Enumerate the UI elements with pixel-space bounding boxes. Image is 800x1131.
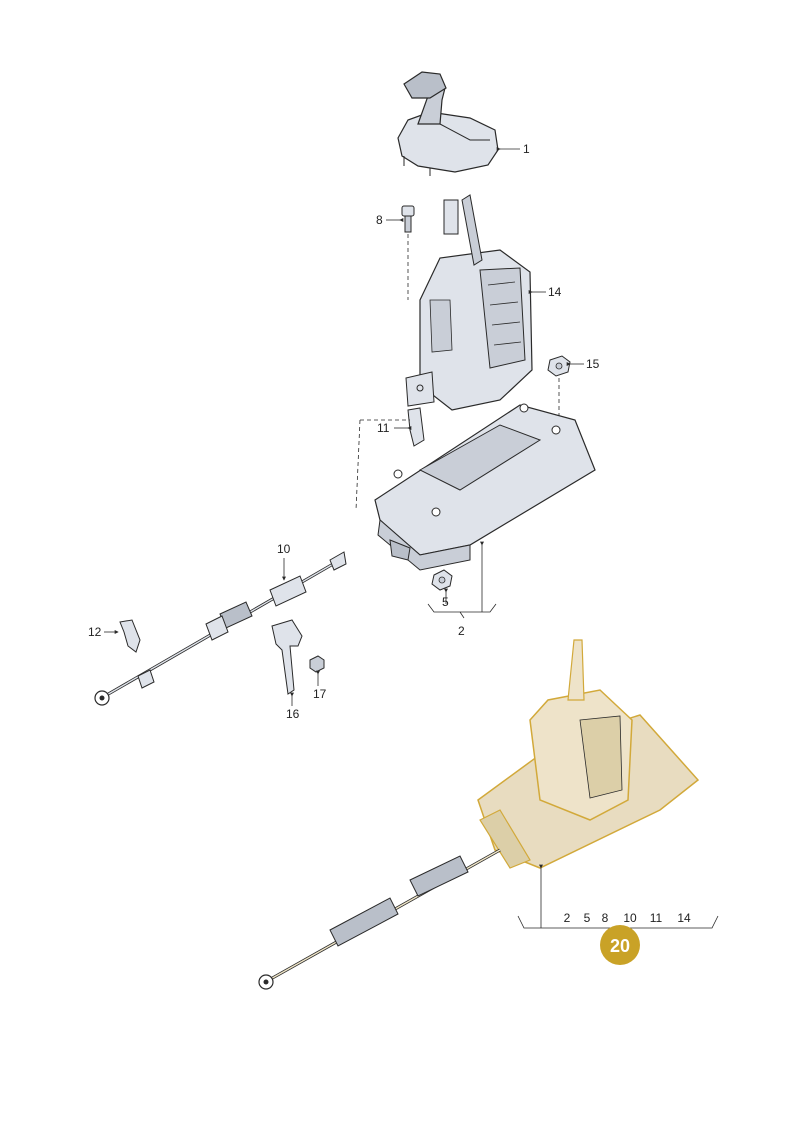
housing-base-part [374,403,596,571]
callout-17: 17 [313,670,327,701]
gear-knob-cover-part [397,71,499,176]
callout-5: 5 [442,588,449,609]
shift-cable-part [94,551,347,706]
callout-14: 14 [528,285,562,299]
assembly-included-part-4: 11 [650,911,663,925]
callout-1-label: 1 [523,142,530,156]
callout-8-label: 8 [376,213,383,227]
callout-12-label: 12 [88,625,102,639]
clip-part [355,407,425,511]
assembly-badge [600,925,640,965]
assembly-callout: 2 5 8 10 11 14 20 [517,864,719,965]
callout-14-label: 14 [548,285,562,299]
callout-15: 15 [566,357,600,371]
callout-11-label: 11 [377,421,390,435]
mounting-bracket-part [271,619,303,695]
callout-5-label: 5 [442,595,449,609]
shift-assembly-highlight [258,639,700,990]
callout-10: 10 [277,542,291,581]
callout-1: 1 [496,142,530,156]
callout-16: 16 [286,692,300,721]
callout-12: 12 [88,625,119,639]
assembly-included-part-0: 2 [564,911,571,925]
callout-16-label: 16 [286,707,300,721]
callout-10-label: 10 [277,542,291,556]
callout-11: 11 [377,421,412,435]
bracket-clip-part [119,619,141,653]
selector-mechanism-part [405,194,533,411]
assembly-badge-label: 20 [610,936,630,956]
assembly-included-part-3: 10 [623,911,637,925]
nut-part-5 [431,569,453,591]
nut-part [547,355,571,420]
callout-2-label: 2 [458,624,465,638]
assembly-included-part-5: 14 [677,911,691,925]
nut-part-17 [309,655,325,673]
callout-17-label: 17 [313,687,327,701]
callout-8: 8 [376,213,404,227]
callout-2-bracket: 2 [427,541,497,638]
callout-15-label: 15 [586,357,600,371]
assembly-included-part-1: 5 [584,911,591,925]
bolt-part [401,205,415,300]
assembly-included-part-2: 8 [602,911,609,925]
